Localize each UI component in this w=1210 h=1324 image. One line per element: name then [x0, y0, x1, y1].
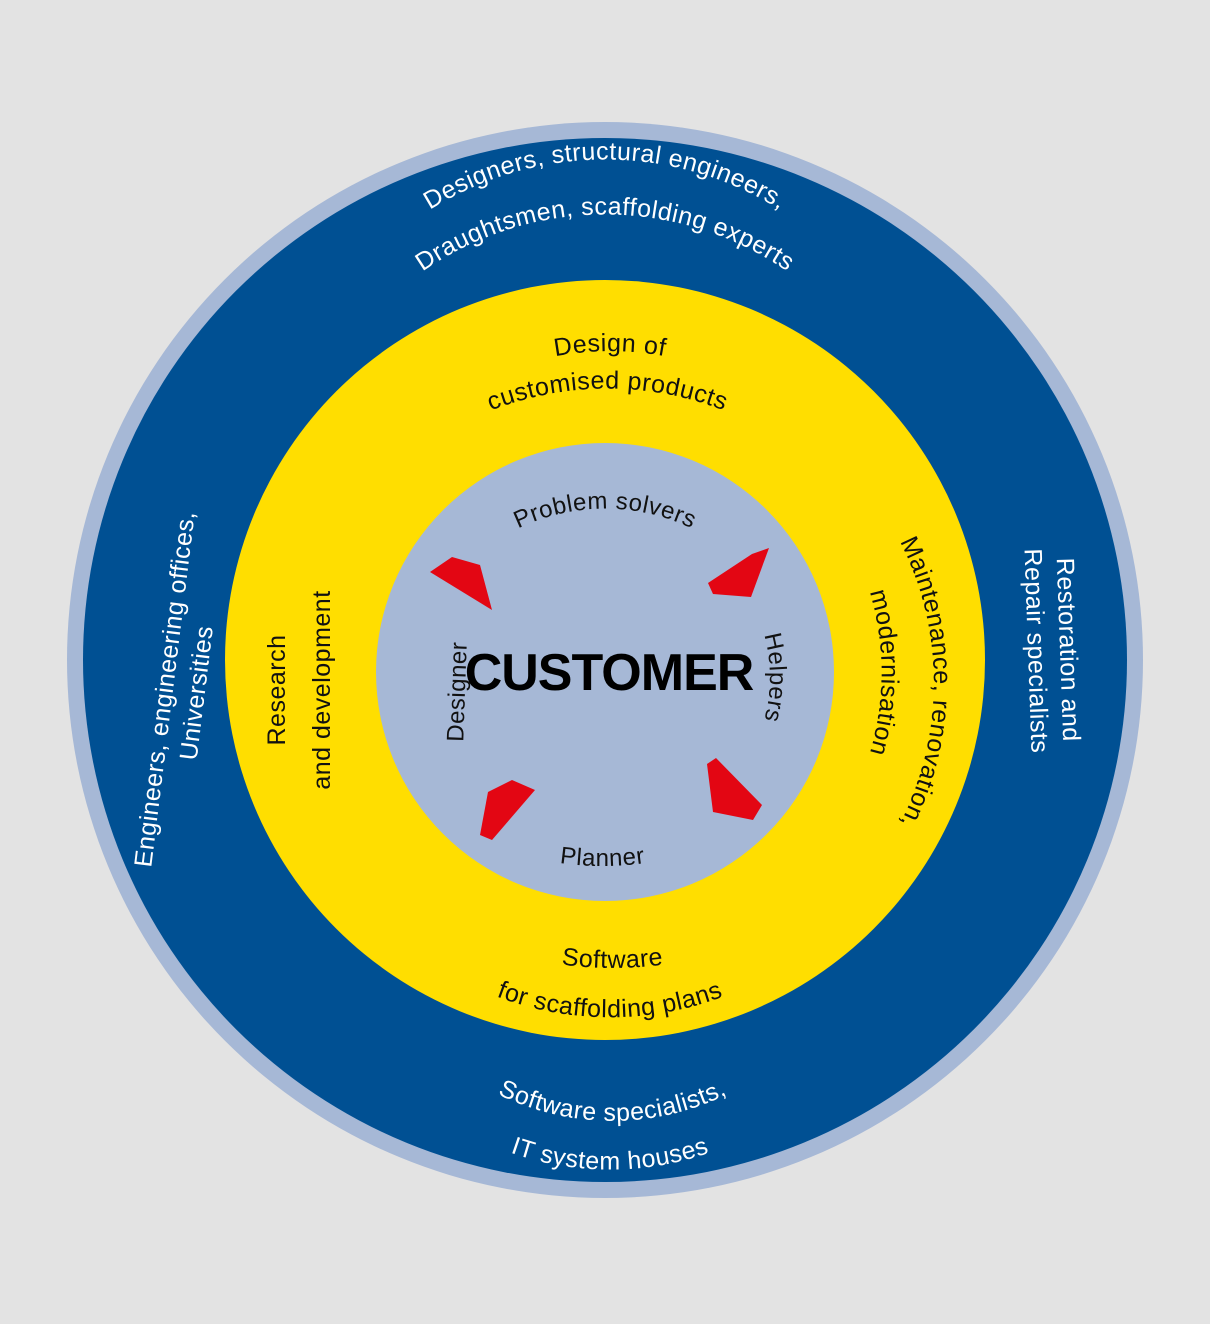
- outer-right-label: Restoration and Repair specialists: [1018, 548, 1085, 754]
- marker-bottom-left: [480, 780, 535, 840]
- middle-bottom-line-1: Software: [561, 943, 665, 974]
- middle-left-line-2: and development: [308, 590, 336, 789]
- marker-bottom-right: [707, 758, 762, 820]
- middle-left-line-1: Research: [263, 635, 291, 746]
- outer-right-line-1: Restoration and: [1051, 557, 1085, 742]
- inner-bottom-label: Planner: [559, 842, 647, 872]
- inner-left-label: Designer: [442, 641, 472, 742]
- center-title: CUSTOMER: [465, 644, 754, 702]
- marker-top-left: [430, 557, 492, 610]
- marker-top-right: [708, 548, 769, 597]
- middle-left-label: Research and development: [263, 590, 336, 789]
- inner-left-label-group: Designer: [442, 641, 472, 742]
